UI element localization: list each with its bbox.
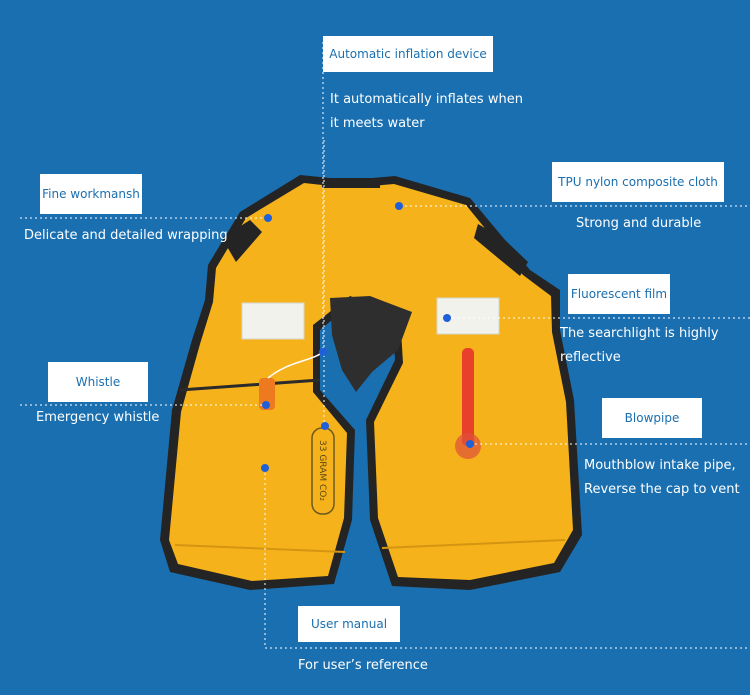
callout-tpu-nylon-desc: Strong and durable <box>576 216 702 231</box>
callout-user-manual-desc: For user’s reference <box>298 658 428 673</box>
left-pocket-seam <box>179 378 321 392</box>
callout-whistle-title: Whistle <box>48 362 148 402</box>
callout-automatic-inflation-desc-line1: It automatically inflates when <box>330 92 523 107</box>
neck-strap <box>330 296 412 392</box>
marker-dots <box>261 202 474 472</box>
callout-fluorescent-film-desc-line1: The searchlight is highly <box>560 326 719 341</box>
left-reflective-patch <box>241 302 305 340</box>
right-bottom-seam <box>381 539 566 549</box>
right-shoulder-strap <box>474 224 528 276</box>
callout-blowpipe-desc-line2: Reverse the cap to vent <box>584 482 740 497</box>
right-reflective-patch <box>436 297 500 335</box>
callout-automatic-inflation-title: Automatic inflation device <box>323 36 493 72</box>
callout-fluorescent-film-desc-line2: reflective <box>560 350 621 365</box>
callout-whistle-desc: Emergency whistle <box>36 410 160 425</box>
collar-strap <box>322 178 380 188</box>
callout-user-manual-title: User manual <box>298 606 400 642</box>
callout-fine-workmanship-title: Fine workmansh <box>40 174 142 214</box>
callout-tpu-nylon-title: TPU nylon composite cloth <box>552 162 724 202</box>
whistle-object <box>259 378 275 410</box>
vest-fabric <box>169 183 573 581</box>
callout-automatic-inflation-desc-line2: it meets water <box>330 116 425 131</box>
left-shoulder-strap <box>222 220 262 262</box>
callout-blowpipe-title: Blowpipe <box>602 398 702 438</box>
blowpipe-tube <box>462 348 474 446</box>
cylinder-label: 33 GRAM CO₂ <box>317 440 327 501</box>
callout-fine-workmanship-desc: Delicate and detailed wrapping <box>24 228 228 243</box>
left-bottom-seam <box>174 544 346 553</box>
callout-blowpipe-desc-line1: Mouthblow intake pipe, <box>584 458 736 473</box>
leader-lines <box>20 42 750 649</box>
callout-fluorescent-film-title: Fluorescent film <box>568 274 670 314</box>
